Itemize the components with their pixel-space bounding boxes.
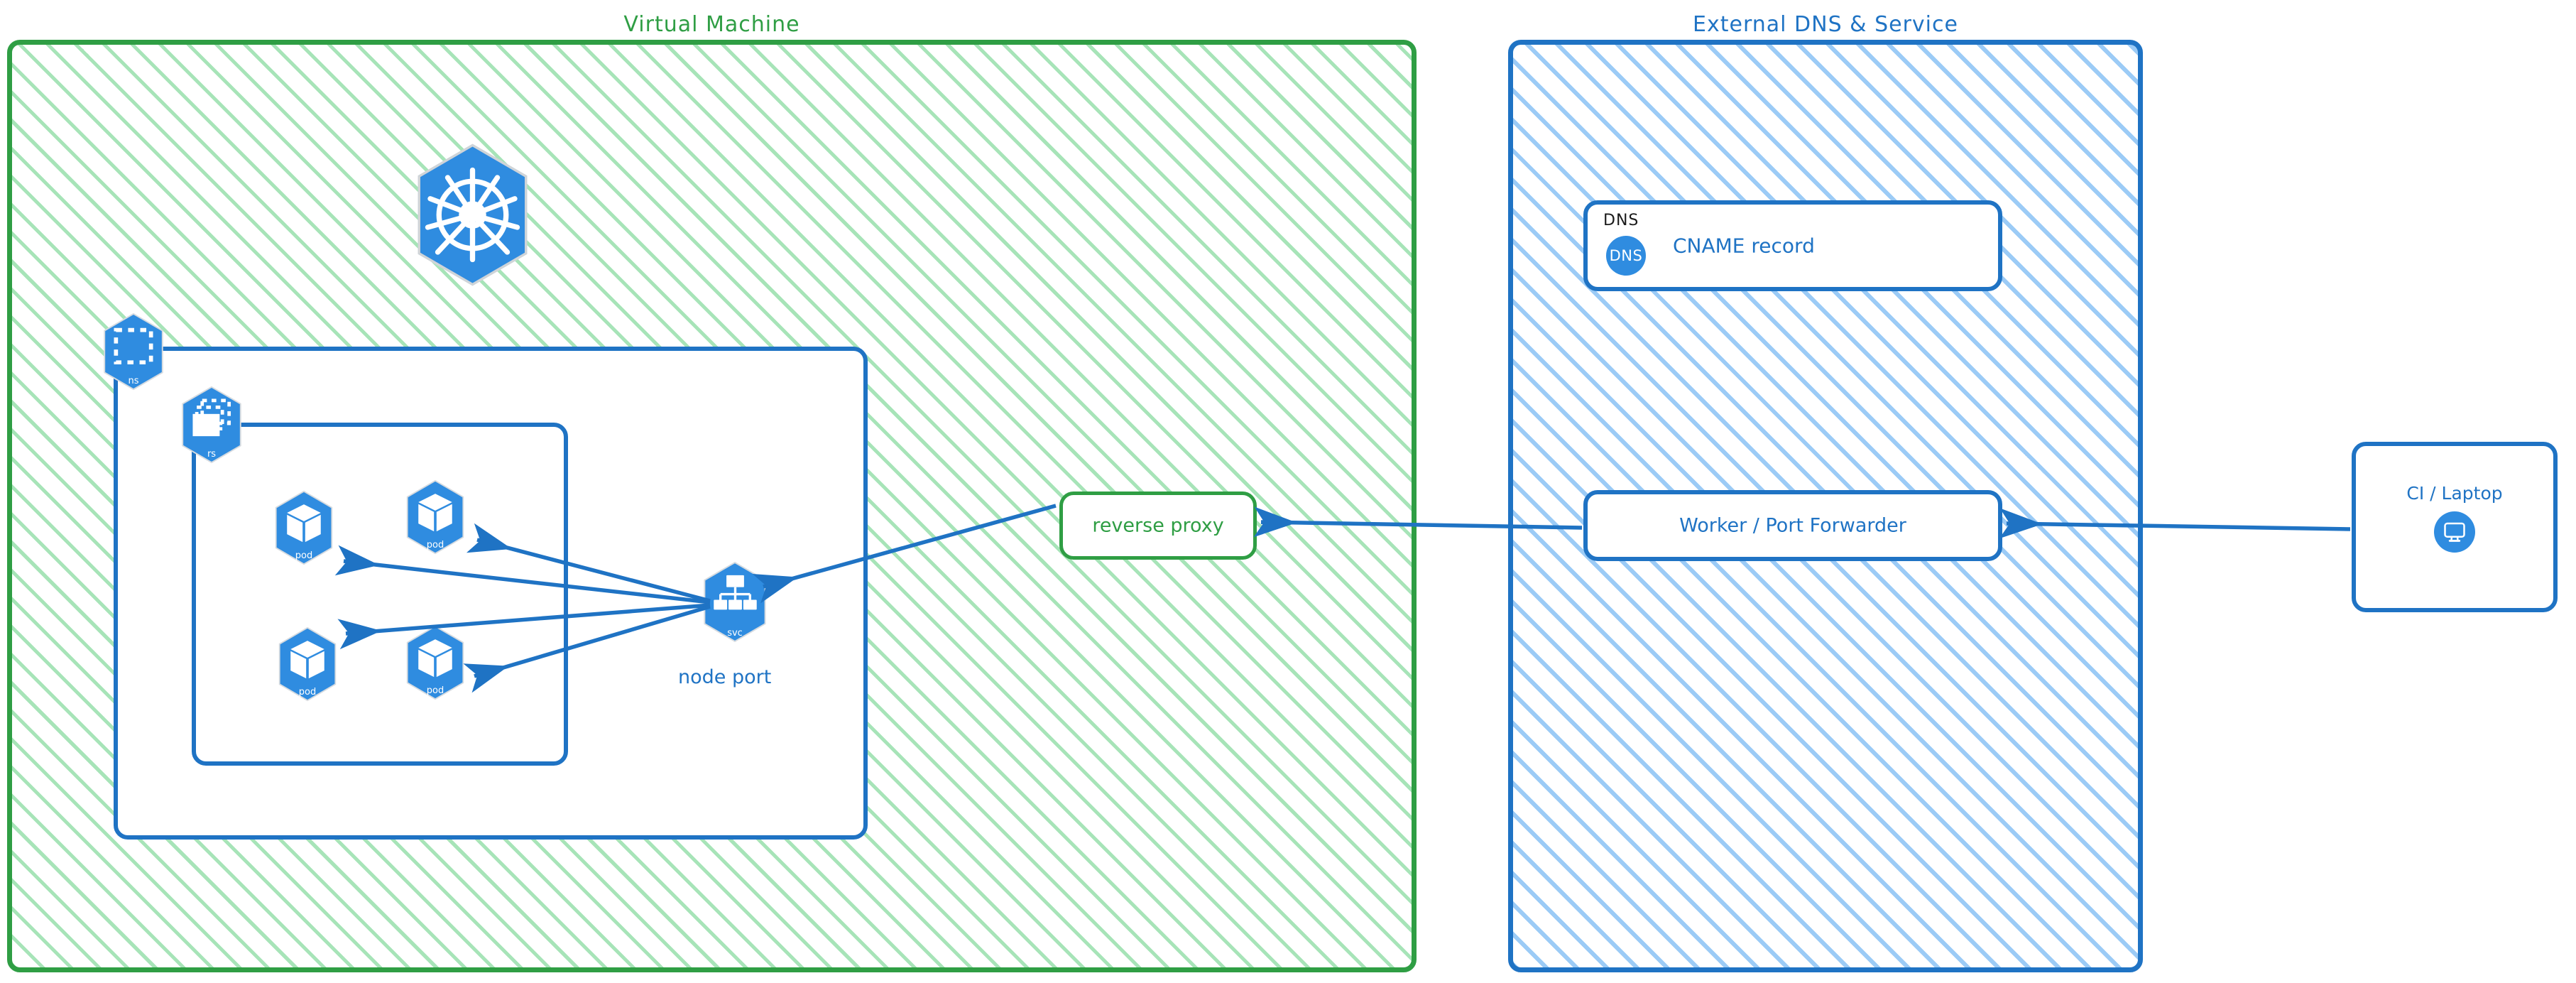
desktop-monitor-icon xyxy=(2434,511,2475,553)
ci-laptop-label: CI / Laptop xyxy=(2406,483,2503,504)
worker-port-forwarder-box[interactable]: Worker / Port Forwarder xyxy=(1583,490,2002,561)
service-badge[interactable]: svc xyxy=(699,561,770,643)
ci-laptop-box[interactable]: CI / Laptop xyxy=(2352,442,2558,612)
replicaset-container[interactable] xyxy=(192,423,568,766)
dns-record-card[interactable]: DNS DNS CNAME record xyxy=(1583,200,2002,291)
worker-port-forwarder-label: Worker / Port Forwarder xyxy=(1679,514,1906,537)
dns-badge-icon: DNS xyxy=(1606,236,1646,276)
kubernetes-logo-icon xyxy=(410,142,535,288)
group-external-dns-service-title: External DNS & Service xyxy=(1693,12,1958,37)
dns-card-tag: DNS xyxy=(1603,212,1639,229)
replicaset-badge[interactable]: rs xyxy=(178,386,246,464)
reverse-proxy-box[interactable]: reverse proxy xyxy=(1059,492,1257,560)
pod-badge-4[interactable]: pod xyxy=(403,625,468,700)
pod-badge-3[interactable]: pod xyxy=(275,626,340,702)
node-port-label: node port xyxy=(678,666,772,688)
pod-badge-2[interactable]: pod xyxy=(403,479,468,555)
group-virtual-machine-title: Virtual Machine xyxy=(623,12,800,37)
pod-badge-1[interactable]: pod xyxy=(271,490,337,565)
namespace-badge[interactable]: ns xyxy=(99,313,168,391)
reverse-proxy-label: reverse proxy xyxy=(1092,514,1224,537)
cname-record-label: CNAME record xyxy=(1673,234,1815,258)
